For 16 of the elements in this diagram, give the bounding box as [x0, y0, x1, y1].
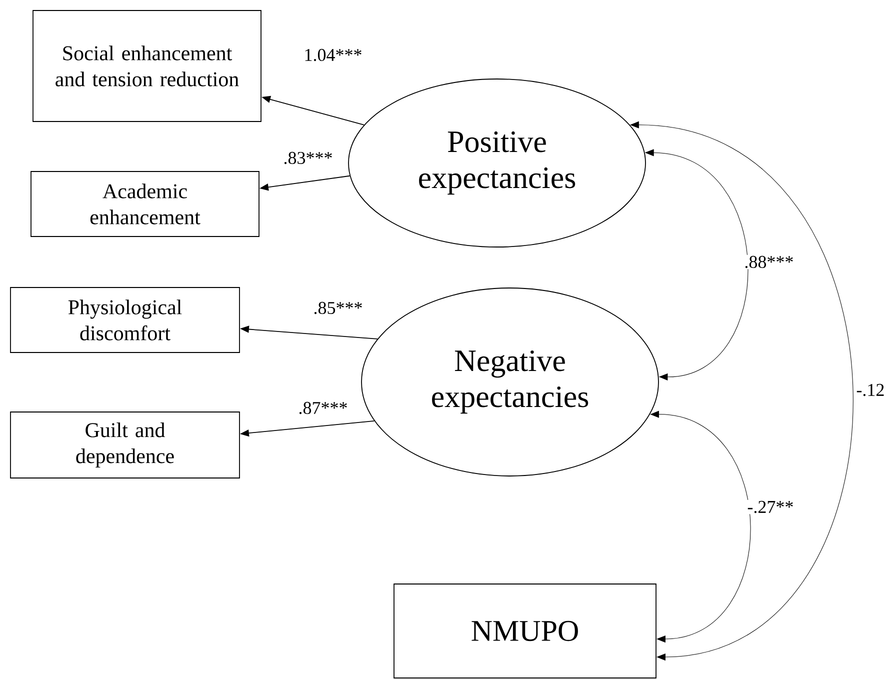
- variable-box: Social enhancement and tension reduction: [32, 10, 262, 122]
- edge-label: .83***: [282, 150, 334, 166]
- variable-box: NMUPO: [394, 584, 656, 678]
- variable-box: Physiological discomfort: [10, 287, 240, 353]
- edge-label: .85***: [312, 300, 364, 316]
- arrow: [650, 410, 751, 642]
- variable-box: Academic enhancement: [30, 171, 260, 237]
- ellipse-node: Positive expectancies: [348, 78, 646, 248]
- variable-box: Guilt and dependence: [10, 412, 240, 478]
- edge-label: .87***: [297, 400, 349, 416]
- arrow: [645, 149, 748, 380]
- edge-label: .88***: [743, 254, 795, 270]
- edge-label: 1.04***: [302, 48, 364, 62]
- edge-label: -.12: [855, 382, 886, 398]
- ellipse-node: Negative expectancies: [361, 288, 659, 476]
- edge-label: -.27**: [746, 500, 795, 514]
